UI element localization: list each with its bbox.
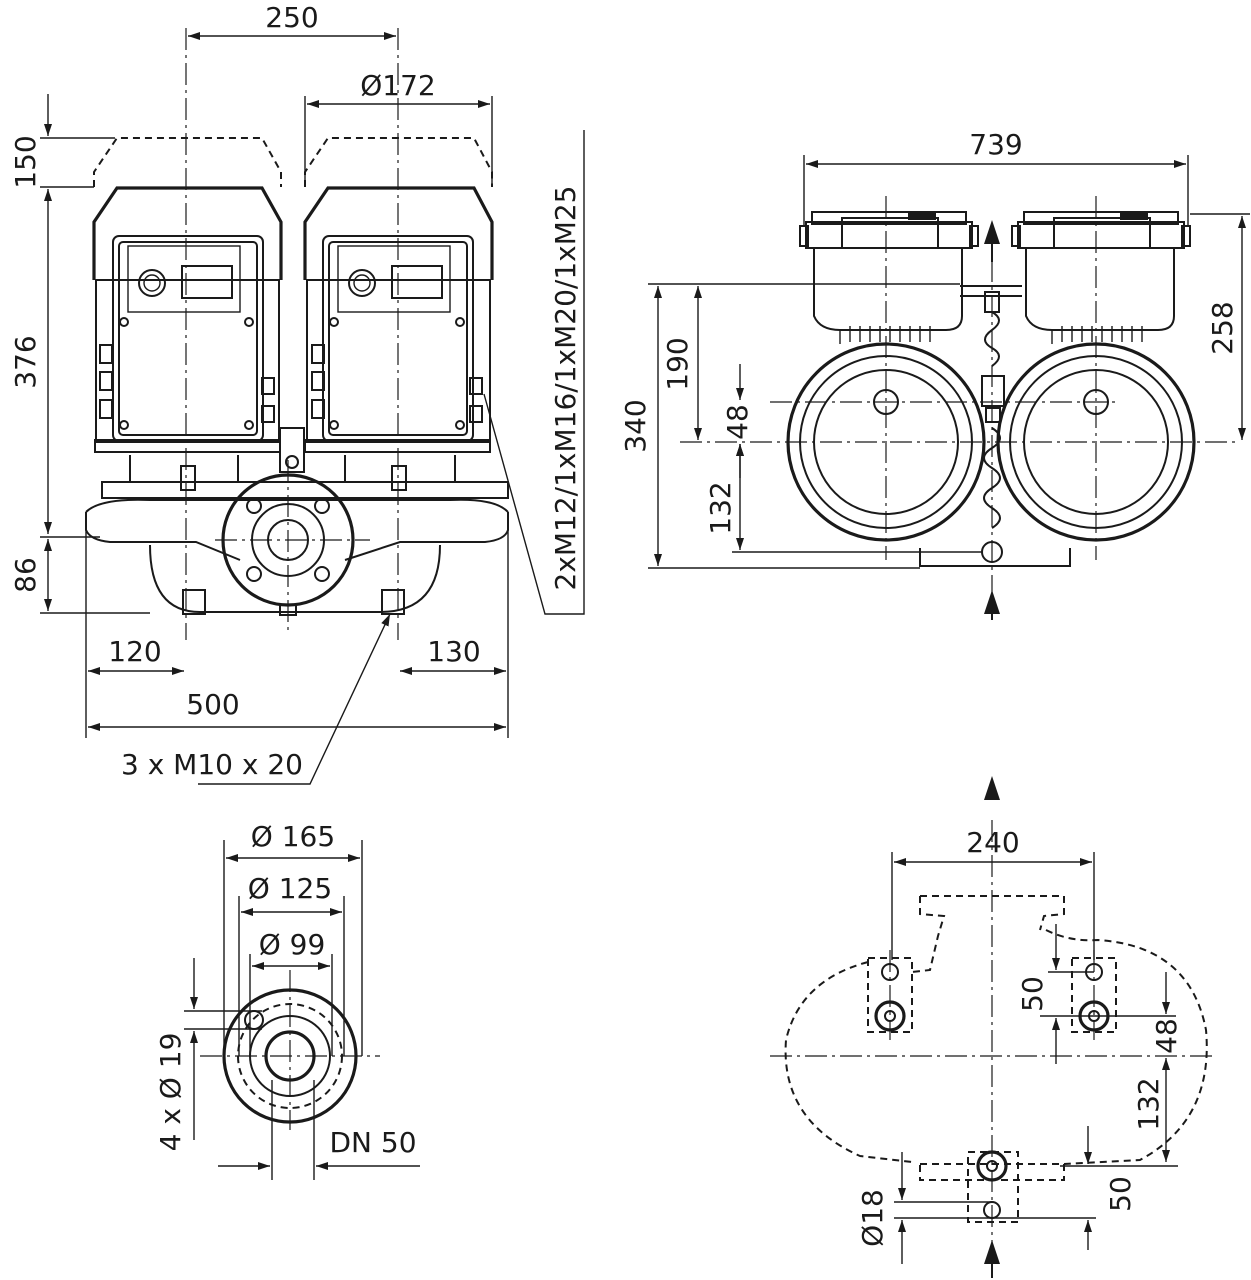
- dim-diameter-99: Ø 99: [259, 928, 326, 961]
- dim-120: 120: [108, 635, 161, 668]
- dim-250: 250: [265, 1, 318, 34]
- side-view: 739 258 340 190 48 132: [619, 128, 1250, 620]
- dim-diameter-165: Ø 165: [251, 820, 335, 853]
- dim-48-side: 48: [721, 404, 754, 440]
- dim-240: 240: [966, 826, 1019, 859]
- cable-gland-callout: 2xM12/1xM16/1xM20/1xM25: [549, 186, 582, 591]
- footprint-view: 240 50 48 132 50 Ø18: [770, 776, 1215, 1278]
- dim-50-upper: 50: [1016, 976, 1049, 1012]
- dim-150: 150: [9, 135, 42, 188]
- dim-340: 340: [619, 399, 652, 452]
- dim-739: 739: [969, 128, 1022, 161]
- front-view: 250 Ø172 150 376 86 120 130 500 3 x M10 …: [9, 1, 585, 785]
- dim-258: 258: [1206, 301, 1239, 354]
- pump-housing: [85, 455, 509, 616]
- right-electronic-module: [1011, 211, 1191, 344]
- dim-48-footprint: 48: [1150, 1018, 1183, 1054]
- left-motor-clearance-outline: [93, 137, 282, 187]
- thread-callout: 3 x M10 x 20: [121, 748, 303, 781]
- left-motor: [92, 186, 283, 453]
- dim-130: 130: [427, 635, 480, 668]
- dim-diameter-125: Ø 125: [248, 872, 332, 905]
- dim-132-side: 132: [704, 481, 737, 534]
- dim-376: 376: [9, 335, 42, 388]
- dim-diameter-18: Ø18: [856, 1189, 889, 1247]
- dim-500: 500: [186, 688, 239, 721]
- flange-view: Ø 165 Ø 125 Ø 99 4 x Ø 19 DN 50: [154, 820, 420, 1180]
- nominal-size-label: DN 50: [329, 1126, 416, 1159]
- left-electronic-module: [799, 211, 979, 344]
- changeover-valve: [279, 427, 305, 473]
- dim-bolt-holes: 4 x Ø 19: [154, 1033, 187, 1152]
- dim-86: 86: [9, 557, 42, 593]
- dim-190: 190: [661, 337, 694, 390]
- dim-132-footprint: 132: [1132, 1077, 1165, 1130]
- dim-diameter-172: Ø172: [360, 69, 435, 102]
- housing-outline: [784, 929, 1208, 1165]
- dim-50-lower: 50: [1104, 1176, 1137, 1212]
